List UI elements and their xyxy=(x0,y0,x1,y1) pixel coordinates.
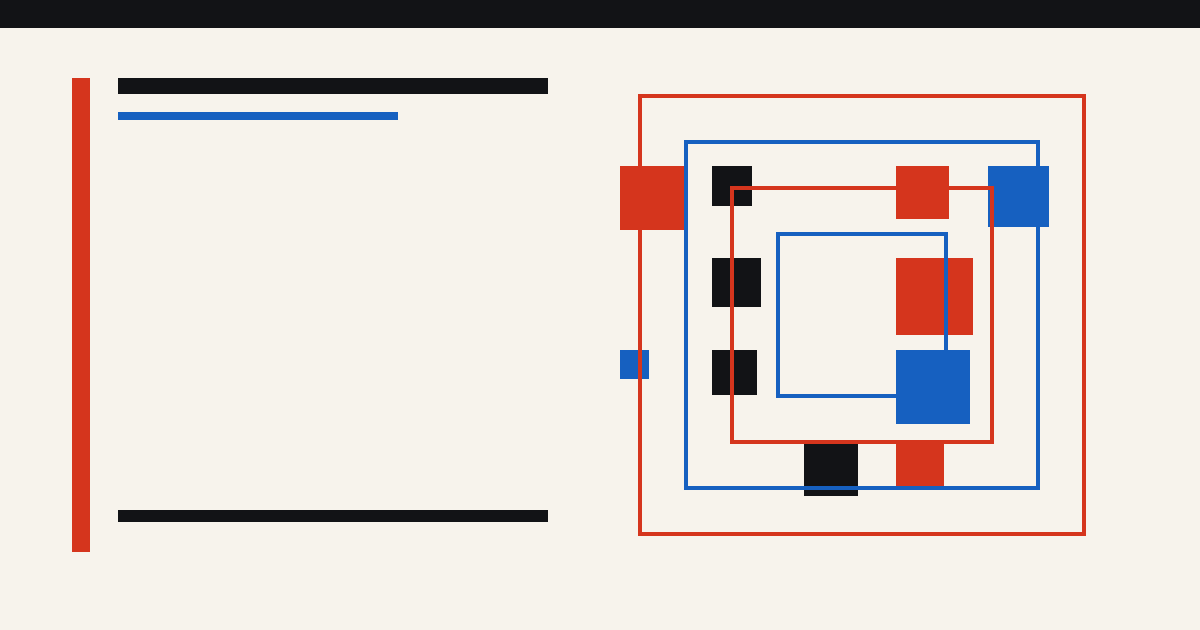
footer-placeholder-bar xyxy=(118,510,548,522)
black-block-3 xyxy=(712,350,757,395)
left-accent-bar xyxy=(72,78,90,552)
blue-block-3 xyxy=(896,350,970,424)
red-block-2 xyxy=(896,166,949,219)
red-block-4 xyxy=(896,442,944,486)
title-placeholder-bar xyxy=(118,78,548,94)
second-blue-frame xyxy=(684,140,1040,490)
red-block-3 xyxy=(896,258,973,335)
black-block-2 xyxy=(712,258,761,307)
inner-blue-frame xyxy=(776,232,948,398)
top-bar xyxy=(0,0,1200,28)
outer-red-frame xyxy=(638,94,1086,536)
blue-block-2 xyxy=(620,350,649,379)
subtitle-placeholder-bar xyxy=(118,112,398,120)
red-block-1 xyxy=(620,166,684,230)
third-red-frame xyxy=(730,186,994,444)
